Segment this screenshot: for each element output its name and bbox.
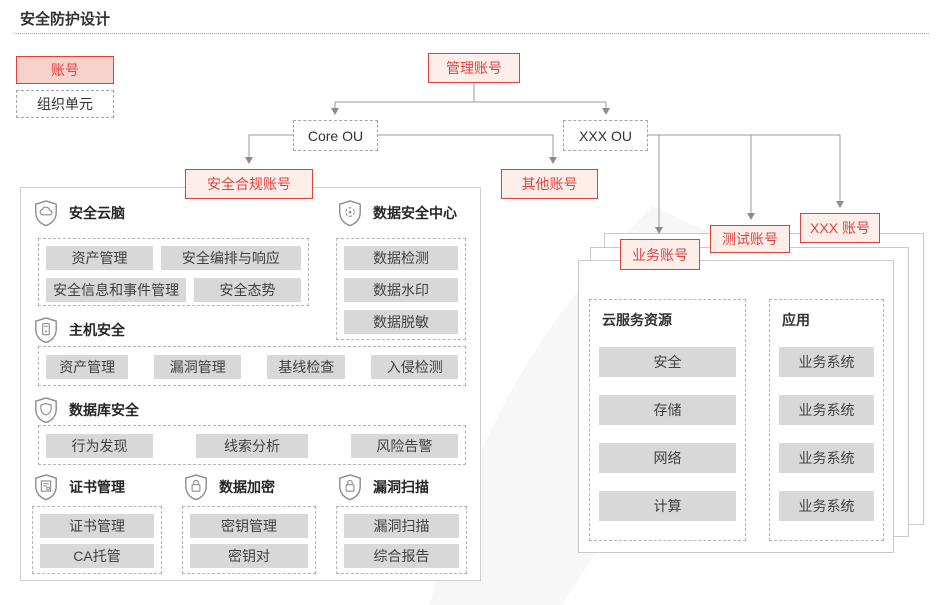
- service-item: 证书管理: [40, 514, 154, 538]
- node-management-account: 管理账号: [428, 53, 520, 83]
- cloud-resources-label: 云服务资源: [602, 312, 672, 328]
- vulnerability-scan-items: 漏洞扫描 综合报告: [336, 506, 467, 574]
- section-label: 数据加密: [219, 479, 275, 495]
- resource-item: 安全: [599, 347, 736, 377]
- section-label: 主机安全: [69, 322, 125, 338]
- service-item: 漏洞管理: [154, 355, 241, 379]
- shield-scan-icon: [337, 199, 363, 227]
- account-card-front: 云服务资源 安全 存储 网络 计算 应用 业务系统 业务系统 业务系统 业务系统: [578, 260, 894, 553]
- legend-account: 账号: [16, 56, 114, 84]
- application-item: 业务系统: [779, 395, 874, 425]
- service-item: 漏洞扫描: [344, 514, 459, 538]
- host-security-items: 资产管理 漏洞管理 基线检查 入侵检测: [38, 346, 466, 386]
- cloud-resources-group: 云服务资源 安全 存储 网络 计算: [589, 299, 746, 541]
- shield-cloud-icon: [33, 199, 59, 227]
- node-xxx-account: XXX 账号: [800, 213, 880, 243]
- shield-certificate-icon: [33, 473, 59, 501]
- section-label: 数据安全中心: [373, 205, 457, 221]
- section-label: 证书管理: [69, 479, 125, 495]
- section-label: 安全云脑: [69, 205, 125, 221]
- service-item: 数据水印: [344, 278, 458, 302]
- section-data-security-center: 数据安全中心: [337, 199, 457, 227]
- resource-item: 存储: [599, 395, 736, 425]
- section-database-security: 数据库安全: [33, 396, 139, 424]
- section-label: 数据库安全: [69, 402, 139, 418]
- shield-lock-icon: [337, 473, 363, 501]
- resource-item: 计算: [599, 491, 736, 521]
- node-business-account: 业务账号: [620, 239, 700, 270]
- legend-org-unit: 组织单元: [16, 90, 114, 118]
- service-item: 安全态势: [193, 278, 301, 302]
- service-item: 线索分析: [196, 434, 308, 458]
- service-item: 综合报告: [344, 544, 459, 568]
- section-label: 漏洞扫描: [373, 479, 429, 495]
- service-item: 安全信息和事件管理: [46, 278, 187, 302]
- resource-item: 网络: [599, 443, 736, 473]
- service-item: CA托管: [40, 544, 154, 568]
- section-vulnerability-scan: 漏洞扫描: [337, 473, 429, 501]
- service-item: 数据检测: [344, 246, 458, 270]
- service-item: 资产管理: [46, 246, 154, 270]
- security-compliance-panel: 安全云脑 资产管理 安全编排与响应 安全信息和事件管理 安全态势 数据安全中心: [20, 187, 481, 581]
- shield-lock-icon: [183, 473, 209, 501]
- section-host-security: 主机安全: [33, 316, 125, 344]
- data-security-center-items: 数据检测 数据水印 数据脱敏: [336, 238, 466, 340]
- section-certificate-management: 证书管理: [33, 473, 125, 501]
- node-core-ou: Core OU: [293, 120, 378, 151]
- shield-inner-shield-icon: [33, 396, 59, 424]
- service-item: 安全编排与响应: [160, 246, 301, 270]
- node-xxx-ou: XXX OU: [563, 120, 648, 151]
- service-item: 入侵检测: [371, 355, 458, 379]
- service-item: 密钥管理: [190, 514, 308, 538]
- section-data-encryption: 数据加密: [183, 473, 275, 501]
- database-security-items: 行为发现 线索分析 风险告警: [38, 425, 466, 465]
- service-item: 行为发现: [46, 434, 154, 458]
- applications-group: 应用 业务系统 业务系统 业务系统 业务系统: [769, 299, 884, 541]
- certificate-management-items: 证书管理 CA托管: [32, 506, 162, 574]
- title-divider: [14, 33, 929, 34]
- application-item: 业务系统: [779, 347, 874, 377]
- application-item: 业务系统: [779, 443, 874, 473]
- applications-label: 应用: [782, 312, 810, 328]
- service-item: 基线检查: [267, 355, 346, 379]
- security-brain-items: 资产管理 安全编排与响应 安全信息和事件管理 安全态势: [38, 238, 309, 306]
- data-encryption-items: 密钥管理 密钥对: [182, 506, 316, 574]
- page-title: 安全防护设计: [20, 11, 111, 28]
- service-item: 密钥对: [190, 544, 308, 568]
- application-item: 业务系统: [779, 491, 874, 521]
- service-item: 资产管理: [46, 355, 129, 379]
- node-test-account: 测试账号: [710, 225, 790, 253]
- service-item: 风险告警: [350, 434, 458, 458]
- node-other-account: 其他账号: [501, 169, 598, 199]
- service-item: 数据脱敏: [344, 310, 458, 334]
- shield-server-icon: [33, 316, 59, 344]
- section-security-brain: 安全云脑: [33, 199, 125, 227]
- node-security-compliance-account: 安全合规账号: [185, 169, 313, 199]
